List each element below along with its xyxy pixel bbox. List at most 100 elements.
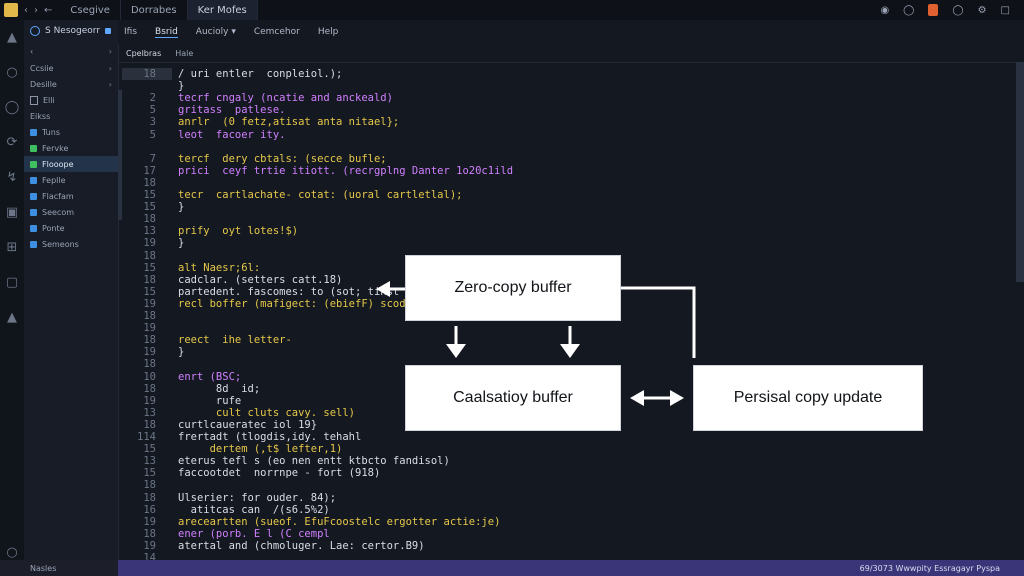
code-line[interactable] [122,141,178,154]
line-number: 18 [143,334,156,347]
code-text: Ulserier: for ouder. 84); [178,491,337,504]
code-text: } [178,237,185,250]
sidebar-item[interactable]: Ponte [24,220,118,236]
sidebar-item[interactable]: Ccsiie› [24,60,118,76]
code-line[interactable]: 18 [122,250,178,263]
code-line[interactable]: 18 8d id; [122,383,260,396]
remote-icon[interactable]: ▢ [5,275,19,290]
source-control-icon[interactable]: ◯ [4,100,20,115]
menu-item-cemcehor[interactable]: Cemcehor [253,27,300,37]
title-tab-1[interactable]: Csegive [60,0,121,20]
code-line[interactable]: 18 [122,310,178,323]
accounts-icon[interactable]: ◯ [903,4,915,16]
forward-arrow-icon[interactable]: › [34,4,38,16]
run-icon[interactable]: ↯ [6,170,18,185]
sidebar-item[interactable]: Feplle [24,172,118,188]
sidebar-scrollbar[interactable] [118,90,122,220]
help-icon[interactable]: ◯ [952,4,964,16]
terminal-icon[interactable]: ⊞ [6,240,18,255]
title-tab-2[interactable]: Dorrabes [121,0,188,20]
chevron-right-icon[interactable]: › [108,63,112,73]
code-line[interactable]: 18 [122,358,178,371]
minimize-icon[interactable]: □ [1000,4,1010,16]
line-number: 15 [143,285,156,298]
menu-item-ifis[interactable]: Ifis [124,27,138,37]
sidebar-item[interactable]: Tuns [24,124,118,140]
editor-scrollbar[interactable] [1016,62,1024,282]
sidebar-item[interactable]: Fervke [24,140,118,156]
sidebar-item[interactable]: Eikss [24,108,118,124]
code-text: leot facoer ity. [178,128,286,141]
code-line[interactable]: 19 rufe [122,395,241,408]
sidebar-item[interactable]: Flacfam [24,188,118,204]
editor-tab-hale[interactable]: Hale [175,48,194,58]
explorer-icon[interactable]: ▲ [7,30,17,45]
debug-icon[interactable]: ⟳ [6,135,18,150]
extensions-panel-icon[interactable]: ▣ [5,205,19,220]
code-line[interactable]: 13 cult cluts cavy. sell) [122,407,355,420]
code-line[interactable]: 18/ uri entler conpleiol.); [122,68,342,81]
code-text: tercf dery cbtals: (secce bufle; [178,152,387,165]
status-right[interactable]: 69/3073 Wwwpity Essragayr Pyspa [860,564,1024,573]
code-line[interactable]: 18 [122,213,178,226]
sidebar-item[interactable]: Seecom [24,204,118,220]
notification-badge-icon[interactable] [928,4,939,16]
search-icon[interactable]: ○ [6,65,18,80]
line-number: 18 [143,358,156,371]
code-line[interactable]: 16 atitcas can /(s6.5%2) [122,504,329,517]
settings-icon[interactable]: ⚙ [977,4,987,16]
sidebar-item[interactable]: Elli [24,92,118,108]
sidebar-item[interactable]: Flooope [24,156,118,172]
nav-back-icon[interactable]: ← [44,4,53,16]
back-arrow-icon[interactable]: ‹ [24,4,28,16]
extensions-icon[interactable]: ◉ [880,4,890,16]
sidebar-item[interactable]: Desille› [24,76,118,92]
chevron-right-icon[interactable]: › [108,79,112,89]
collapse-arrow-icon[interactable]: ‹ [30,46,34,56]
menu-item-aucioly[interactable]: Aucioly ▾ [195,27,236,37]
code-line[interactable]: 15 dertem (,t$ lefter,1) [122,443,342,456]
chevron-right-icon[interactable]: › [108,46,112,56]
line-number: 18 [143,213,156,226]
status-left[interactable]: Nasles [0,560,118,576]
code-line[interactable]: 19} [122,346,184,359]
menu-item-help[interactable]: Help [317,27,339,37]
editor-tab-cpelbras[interactable]: Cpelbras [126,48,162,58]
code-line[interactable]: 19} [122,237,184,250]
code-line[interactable]: 19 [122,322,178,335]
title-tab-3[interactable]: Ker Mofes [187,0,258,20]
account-icon[interactable]: ▲ [7,310,17,325]
code-line[interactable]: 18 [122,177,178,190]
code-line[interactable]: } [122,80,184,93]
settings-gear-icon[interactable]: ○ [6,545,18,560]
menu-item-bsrid[interactable]: Bsrid [155,26,178,38]
status-right-label: 69/3073 Wwwpity Essragayr Pyspa [859,563,1000,573]
sidebar-item[interactable]: Semeons [24,236,118,252]
code-line[interactable]: 15} [122,201,184,214]
code-line[interactable]: 18 [122,479,178,492]
code-text: rufe [178,394,242,407]
